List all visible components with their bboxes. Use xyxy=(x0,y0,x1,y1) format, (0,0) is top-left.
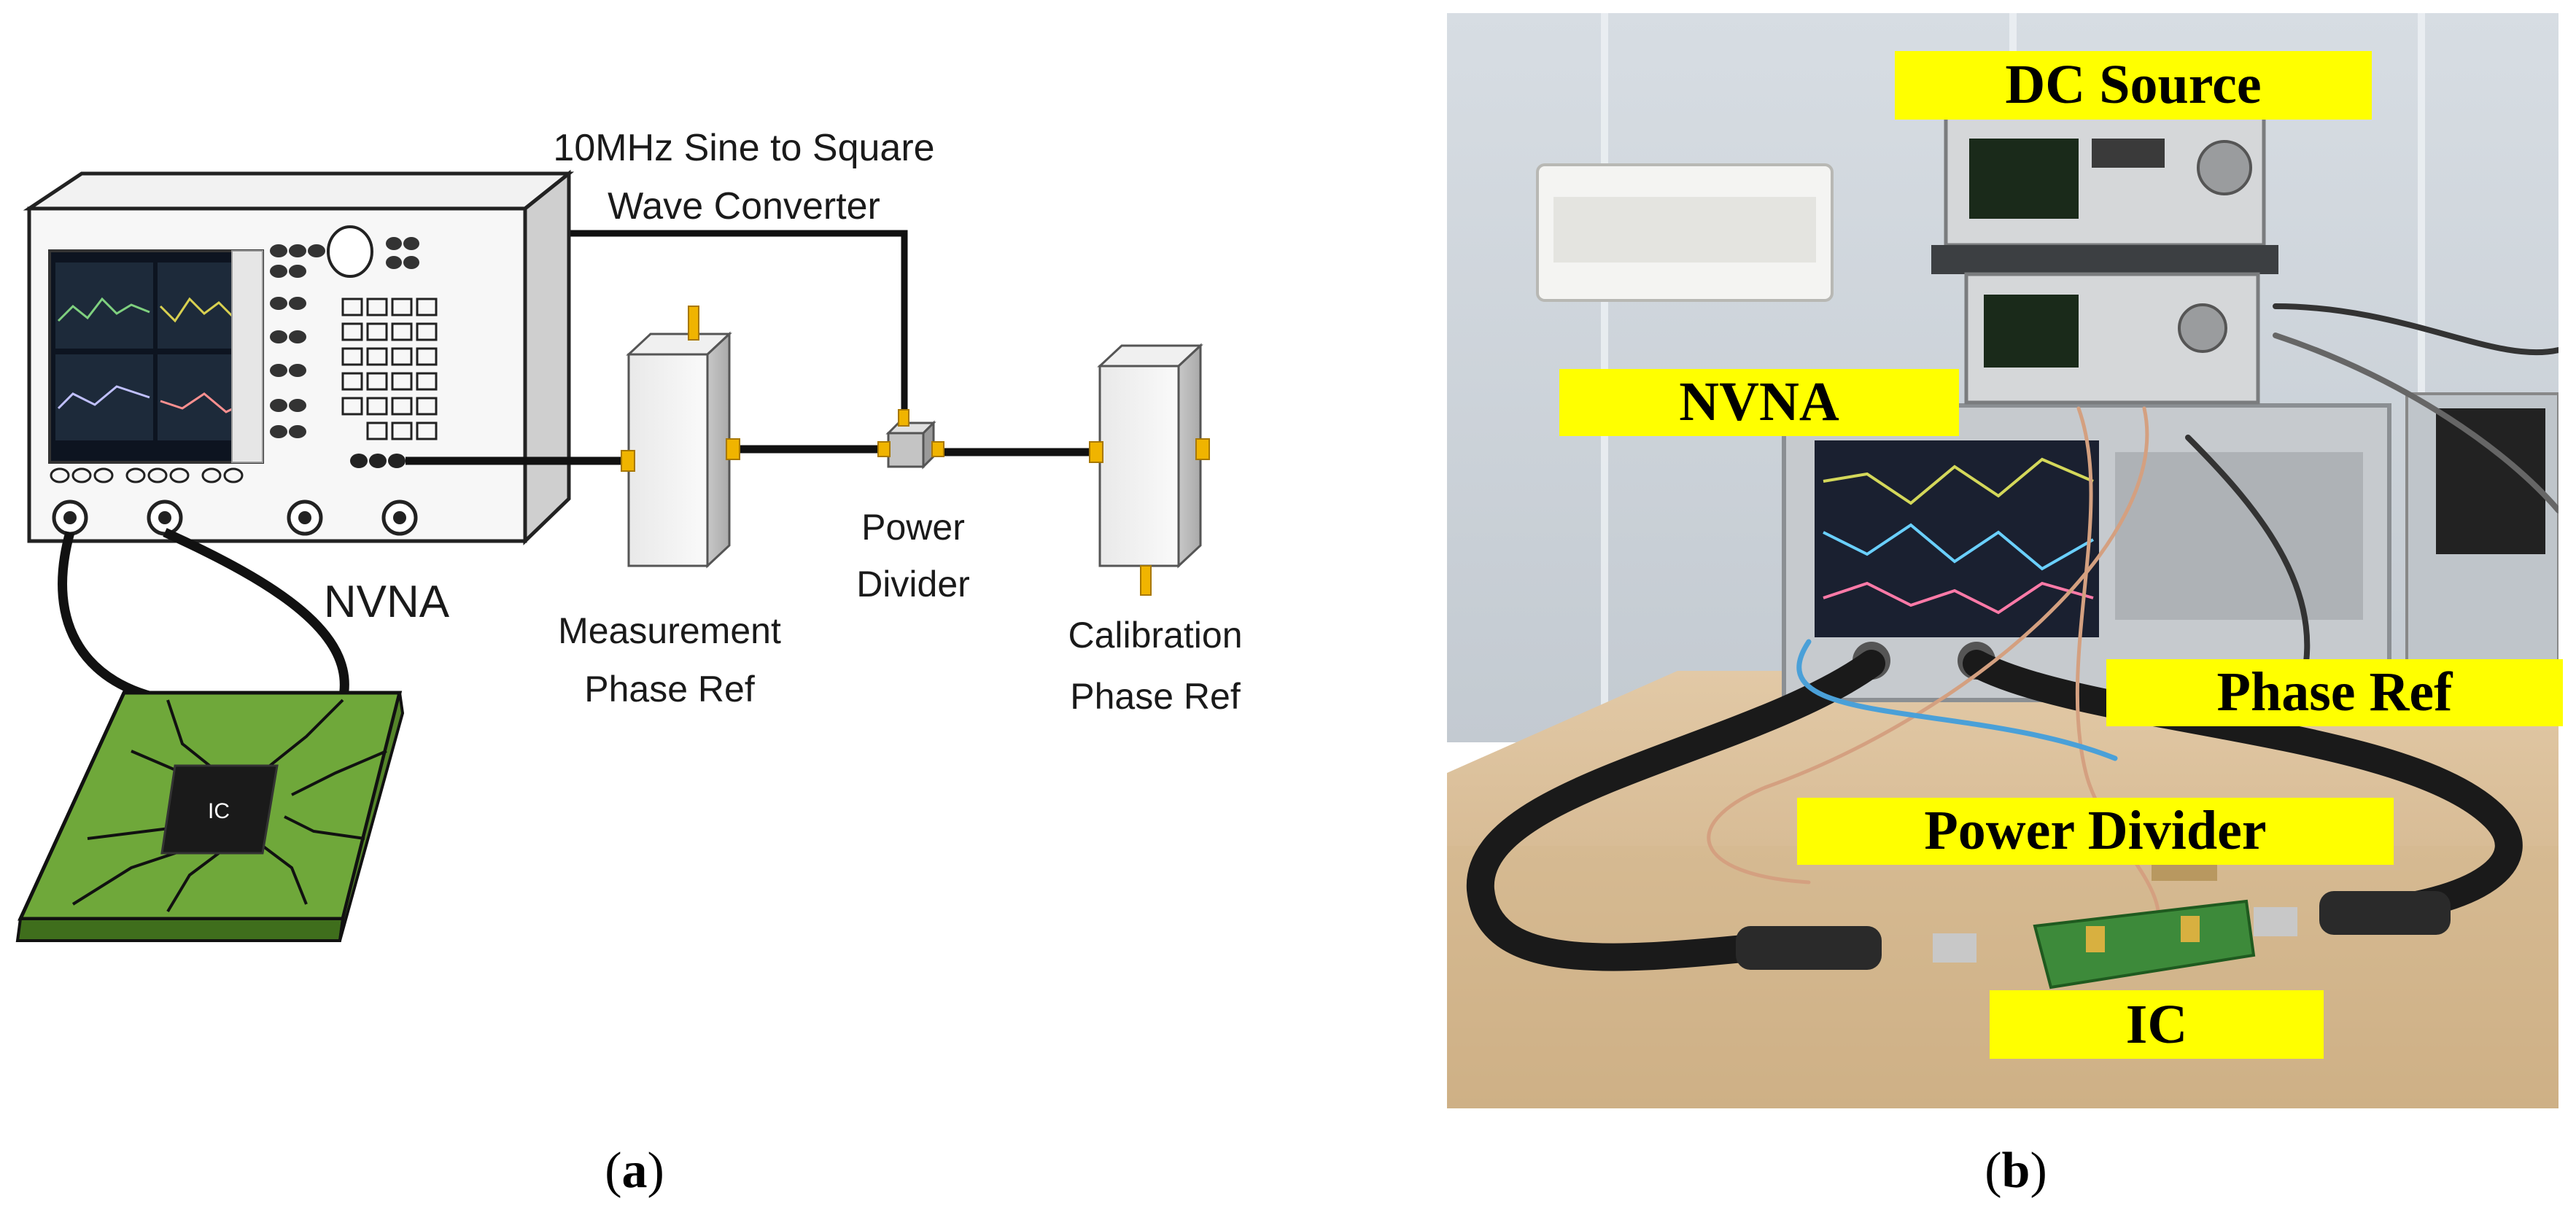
caption-b-close: ) xyxy=(2030,1143,2047,1199)
caption-b: (b) xyxy=(1985,1143,2047,1199)
measurement-ref-label-line2: Phase Ref xyxy=(584,669,755,710)
photo-label-ic-text: IC xyxy=(2126,994,2187,1055)
photo-label-nvna: NVNA xyxy=(1559,369,1959,436)
converter-label-line1: 10MHz Sine to Square xyxy=(553,127,934,169)
calibration-ref-label-line2: Phase Ref xyxy=(1070,676,1241,717)
ic-test-board: IC xyxy=(15,691,405,942)
nvna-label: NVNA xyxy=(324,577,450,627)
caption-a: (a) xyxy=(605,1143,664,1199)
caption-a-close: ) xyxy=(648,1143,664,1199)
converter-label-line2: Wave Converter xyxy=(608,185,880,228)
caption-b-open: ( xyxy=(1985,1143,2001,1199)
measurement-phase-ref-box xyxy=(621,306,740,569)
caption-a-letter: a xyxy=(622,1143,648,1199)
nvna-ports xyxy=(52,499,418,536)
calibration-phase-ref-box xyxy=(1089,343,1210,596)
power-divider-label-line2: Divider xyxy=(856,564,970,604)
photo-label-dc-source: DC Source xyxy=(1895,51,2372,120)
power-divider-label-line1: Power xyxy=(861,507,965,548)
caption-a-open: ( xyxy=(605,1143,621,1199)
photo-label-power-divider-text: Power Divider xyxy=(1924,800,2266,861)
photo-label-dc-source-text: DC Source xyxy=(2005,54,2261,115)
photo-label-ic: IC xyxy=(1990,990,2324,1059)
photo-dc-source-units xyxy=(1931,114,2278,405)
caption-b-letter: b xyxy=(2002,1143,2030,1199)
photo-label-nvna-text: NVNA xyxy=(1679,371,1839,432)
photo-label-phase-ref: Phase Ref xyxy=(2106,659,2563,726)
port-cable-2 xyxy=(163,528,349,701)
panel-b-photo: DC Source NVNA Phase Ref Power Divider I… xyxy=(1447,13,2563,1199)
measurement-ref-label-line1: Measurement xyxy=(558,610,781,651)
photo-label-power-divider: Power Divider xyxy=(1797,798,2394,865)
ic-chip-label: IC xyxy=(208,799,230,823)
photo-cable-black-right xyxy=(1963,650,2523,927)
ic-chip xyxy=(160,764,279,855)
panel-a-schematic: IC 10MHz Sine to Square Wave Converter N… xyxy=(15,127,1243,1199)
photo-label-phase-ref-text: Phase Ref xyxy=(2217,661,2454,723)
port-cable-1 xyxy=(58,531,169,705)
power-divider-block xyxy=(877,409,944,470)
nvna-instrument xyxy=(23,169,575,545)
photo-cable-black-left xyxy=(1466,650,1885,971)
calibration-ref-label-line1: Calibration xyxy=(1068,615,1242,656)
